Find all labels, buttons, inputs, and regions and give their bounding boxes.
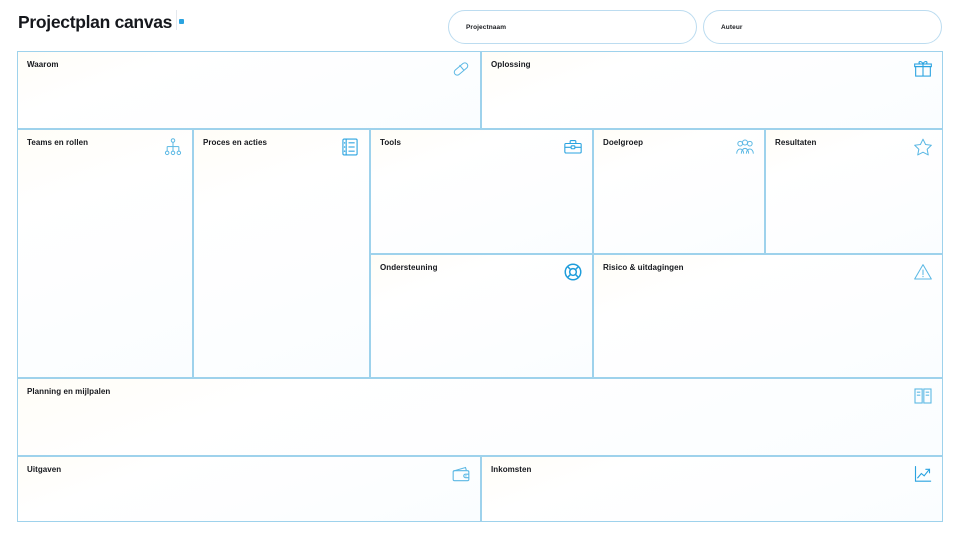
cell-label-oplossing: Oplossing: [491, 60, 531, 69]
cell-label-uitgaven: Uitgaven: [27, 465, 62, 474]
header-divider: [176, 10, 177, 30]
canvas-cell-proces-en-acties[interactable]: Proces en acties: [193, 129, 370, 378]
canvas-cell-ondersteuning[interactable]: Ondersteuning: [370, 254, 593, 378]
cell-label-risico-en-uitdagingen: Risico & uitdagingen: [603, 263, 684, 272]
auteur-placeholder: Auteur: [721, 23, 743, 31]
canvas-cell-doelgroep[interactable]: Doelgroep: [593, 129, 765, 254]
org-chart-icon: [162, 136, 184, 158]
canvas-cell-teams-en-rollen[interactable]: Teams en rollen: [17, 129, 193, 378]
page-title: Projectplan canvas: [18, 12, 185, 33]
checklist-icon: [339, 136, 361, 158]
cell-label-tools: Tools: [380, 138, 401, 147]
open-book-icon: [912, 385, 934, 407]
cell-label-waarom: Waarom: [27, 60, 59, 69]
canvas-cell-waarom[interactable]: Waarom: [17, 51, 481, 129]
cell-label-ondersteuning: Ondersteuning: [380, 263, 438, 272]
cell-label-proces-en-acties: Proces en acties: [203, 138, 267, 147]
canvas-cell-tools[interactable]: Tools: [370, 129, 593, 254]
cell-label-resultaten: Resultaten: [775, 138, 817, 147]
wallet-icon: [450, 463, 472, 485]
canvas-cell-inkomsten[interactable]: Inkomsten: [481, 456, 943, 522]
auteur-field[interactable]: Auteur: [703, 10, 942, 44]
pill-icon: [450, 58, 472, 80]
trend-chart-icon: [912, 463, 934, 485]
page-title-text: Projectplan canvas: [18, 12, 173, 32]
page-header: Projectplan canvas Projectnaam Auteur: [0, 0, 960, 48]
projectplan-canvas-grid: Waarom Oplossing Teams en rollen: [17, 51, 943, 522]
people-group-icon: [734, 136, 756, 158]
canvas-cell-risico-en-uitdagingen[interactable]: Risico & uitdagingen: [593, 254, 943, 378]
warning-icon: [912, 261, 934, 283]
cell-label-planning-en-mijlpalen: Planning en mijlpalen: [27, 387, 111, 396]
toolbox-icon: [562, 136, 584, 158]
cell-label-doelgroep: Doelgroep: [603, 138, 644, 147]
canvas-cell-uitgaven[interactable]: Uitgaven: [17, 456, 481, 522]
cell-label-inkomsten: Inkomsten: [491, 465, 532, 474]
gift-icon: [912, 58, 934, 80]
star-icon: [912, 136, 934, 158]
projectnaam-field[interactable]: Projectnaam: [448, 10, 697, 44]
cell-label-teams-en-rollen: Teams en rollen: [27, 138, 89, 147]
canvas-cell-oplossing[interactable]: Oplossing: [481, 51, 943, 129]
canvas-cell-planning-en-mijlpalen[interactable]: Planning en mijlpalen: [17, 378, 943, 456]
projectnaam-placeholder: Projectnaam: [466, 23, 507, 31]
canvas-cell-resultaten[interactable]: Resultaten: [765, 129, 943, 254]
title-dot-icon: [179, 19, 185, 24]
lifebuoy-icon: [562, 261, 584, 283]
